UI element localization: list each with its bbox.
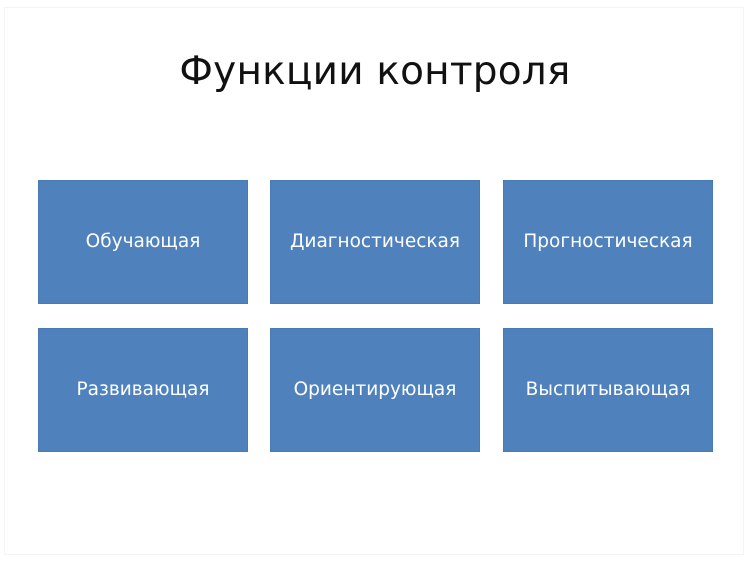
function-label: Прогностическая: [523, 231, 693, 252]
function-box-prognostic: Прогностическая: [503, 180, 713, 304]
function-box-developing: Развивающая: [38, 328, 248, 452]
function-box-diagnostic: Диагностическая: [270, 180, 480, 304]
function-box-teaching: Обучающая: [38, 180, 248, 304]
slide-title: Функции контроля: [179, 49, 571, 94]
function-label: Выспитывающая: [525, 379, 691, 400]
function-box-educating: Выспитывающая: [503, 328, 713, 452]
function-label: Ориентирующая: [293, 379, 457, 400]
function-label: Обучающая: [85, 231, 201, 252]
function-label: Диагностическая: [289, 231, 461, 252]
function-label: Развивающая: [76, 379, 210, 400]
function-box-orienting: Ориентирующая: [270, 328, 480, 452]
